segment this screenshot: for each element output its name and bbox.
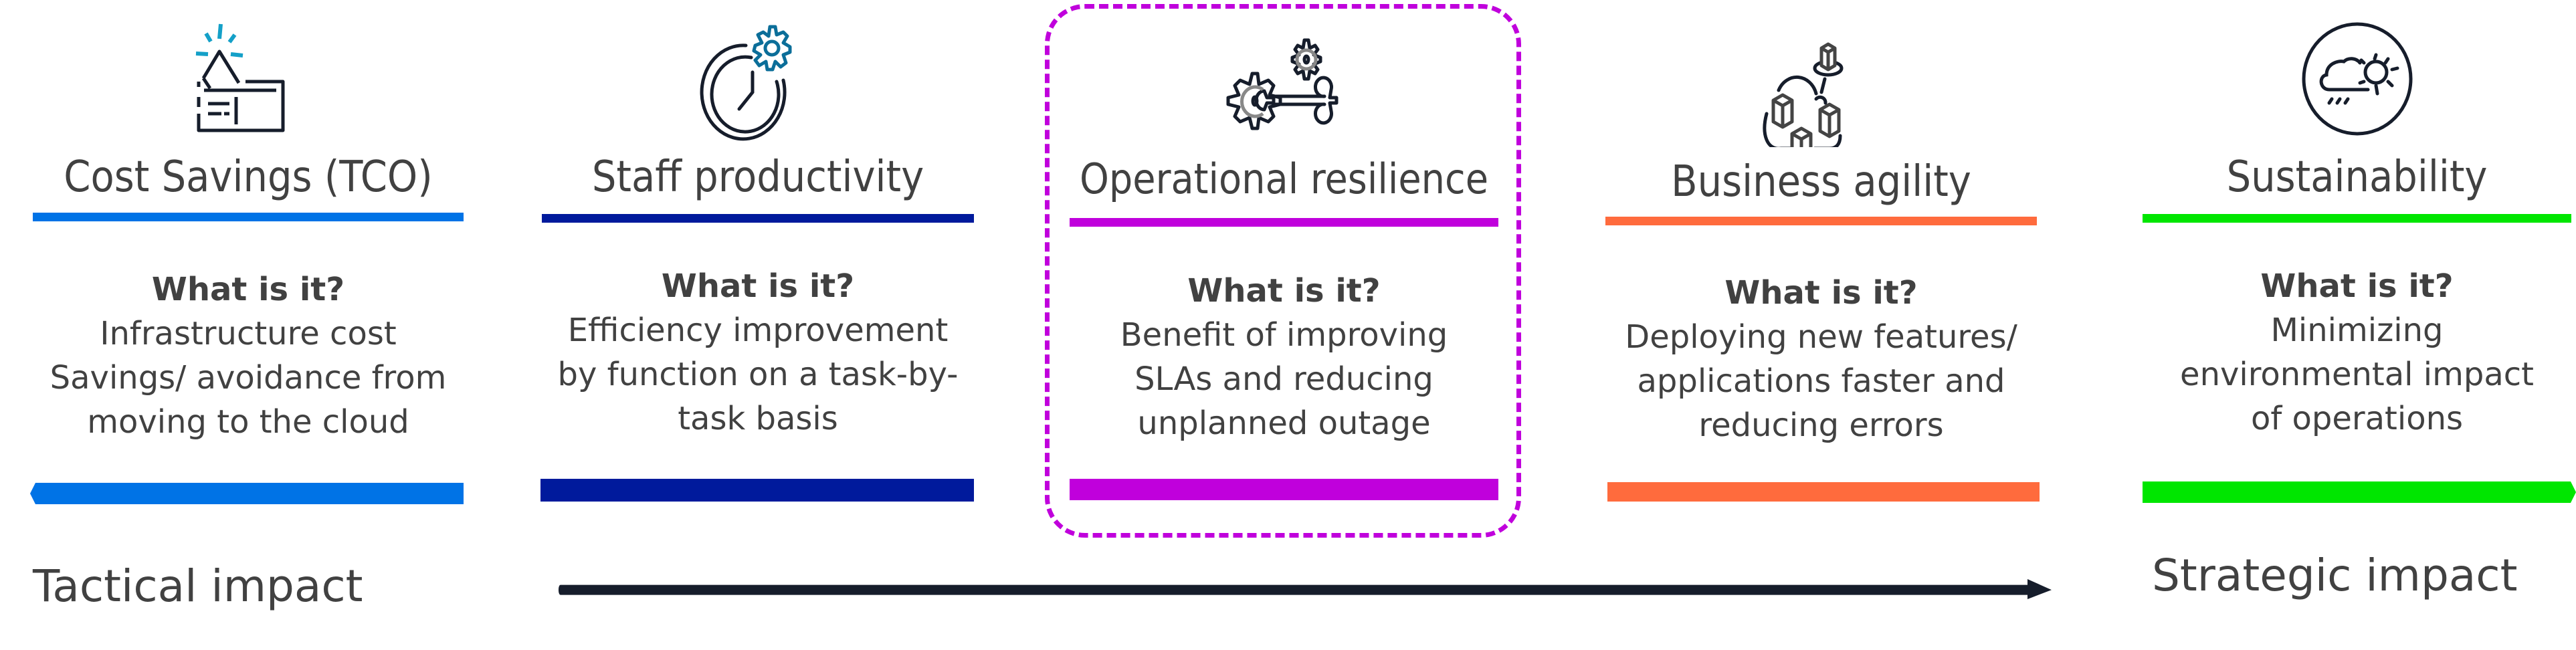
arrow-right-icon bbox=[559, 579, 2052, 599]
column-description: What is it? Benefit of improving SLAs an… bbox=[1056, 269, 1512, 445]
question-heading: What is it? bbox=[661, 267, 855, 305]
title-underline bbox=[2143, 214, 2571, 223]
column-business-agility: Business agility What is it? Deploying n… bbox=[1605, 0, 2040, 650]
description-line: moving to the cloud bbox=[87, 403, 409, 441]
description-line: Savings/ avoidance from bbox=[49, 359, 447, 397]
column-description: What is it? Efficiency improvement by fu… bbox=[528, 264, 987, 441]
description-line: Efficiency improvement bbox=[567, 312, 949, 349]
description-line: of operations bbox=[2251, 400, 2463, 437]
column-sustainability: Sustainability What is it? Minimizing en… bbox=[2143, 0, 2576, 650]
impact-bar-cost bbox=[30, 483, 464, 504]
description-line: Deploying new features/ bbox=[1625, 318, 2017, 356]
description-line: applications faster and bbox=[1637, 362, 2005, 400]
title-underline bbox=[542, 214, 974, 223]
description-line: Benefit of improving bbox=[1120, 316, 1448, 354]
title-underline bbox=[1070, 218, 1498, 227]
description-line: reducing errors bbox=[1698, 407, 1944, 444]
question-heading: What is it? bbox=[1724, 274, 1918, 312]
description-line: task basis bbox=[678, 400, 838, 437]
title-underline bbox=[1605, 217, 2037, 225]
question-heading: What is it? bbox=[2260, 267, 2454, 305]
column-operational-resilience: Operational resilience What is it? Benef… bbox=[1070, 0, 1498, 650]
column-title: Business agility bbox=[1671, 157, 1971, 207]
highlight-dashed-box bbox=[1045, 4, 1521, 538]
column-staff-productivity: Staff productivity What is it? Efficienc… bbox=[540, 0, 974, 650]
tactical-impact-label: Tactical impact bbox=[33, 560, 363, 612]
impact-bar-operational bbox=[1070, 479, 1498, 500]
description-line: SLAs and reducing bbox=[1134, 360, 1433, 398]
description-line: by function on a task-by- bbox=[557, 356, 959, 393]
column-title: Cost Savings (TCO) bbox=[64, 152, 433, 202]
gears-with-wrench-icon bbox=[1226, 38, 1338, 130]
cloud-with-cubes-icon bbox=[1763, 42, 1843, 147]
column-cost-savings: Cost Savings (TCO) What is it? Infrastru… bbox=[30, 0, 464, 650]
impact-bar-business bbox=[1607, 482, 2040, 502]
clock-with-gear-icon bbox=[700, 25, 792, 141]
question-heading: What is it? bbox=[151, 271, 345, 308]
column-description: What is it? Deploying new features/ appl… bbox=[1592, 271, 2050, 447]
weather-cloud-sun-icon bbox=[2302, 22, 2412, 136]
title-underline bbox=[33, 213, 464, 221]
description-line: environmental impact bbox=[2180, 356, 2534, 393]
column-title: Operational resilience bbox=[1079, 154, 1489, 203]
description-line: Minimizing bbox=[2270, 312, 2444, 349]
column-description: What is it? Infrastructure cost Savings/… bbox=[19, 267, 477, 444]
question-heading: What is it? bbox=[1187, 272, 1381, 310]
impact-bar-sustainability bbox=[2143, 481, 2576, 503]
description-line: Infrastructure cost bbox=[100, 315, 397, 352]
impact-bar-staff bbox=[540, 479, 974, 502]
description-line: unplanned outage bbox=[1137, 405, 1431, 442]
bill-with-sparkle-icon bbox=[195, 23, 285, 132]
column-title: Staff productivity bbox=[591, 152, 924, 202]
column-description: What is it? Minimizing environmental imp… bbox=[2129, 264, 2576, 441]
column-title: Sustainability bbox=[2226, 152, 2488, 202]
strategic-impact-label: Strategic impact bbox=[2152, 550, 2518, 601]
